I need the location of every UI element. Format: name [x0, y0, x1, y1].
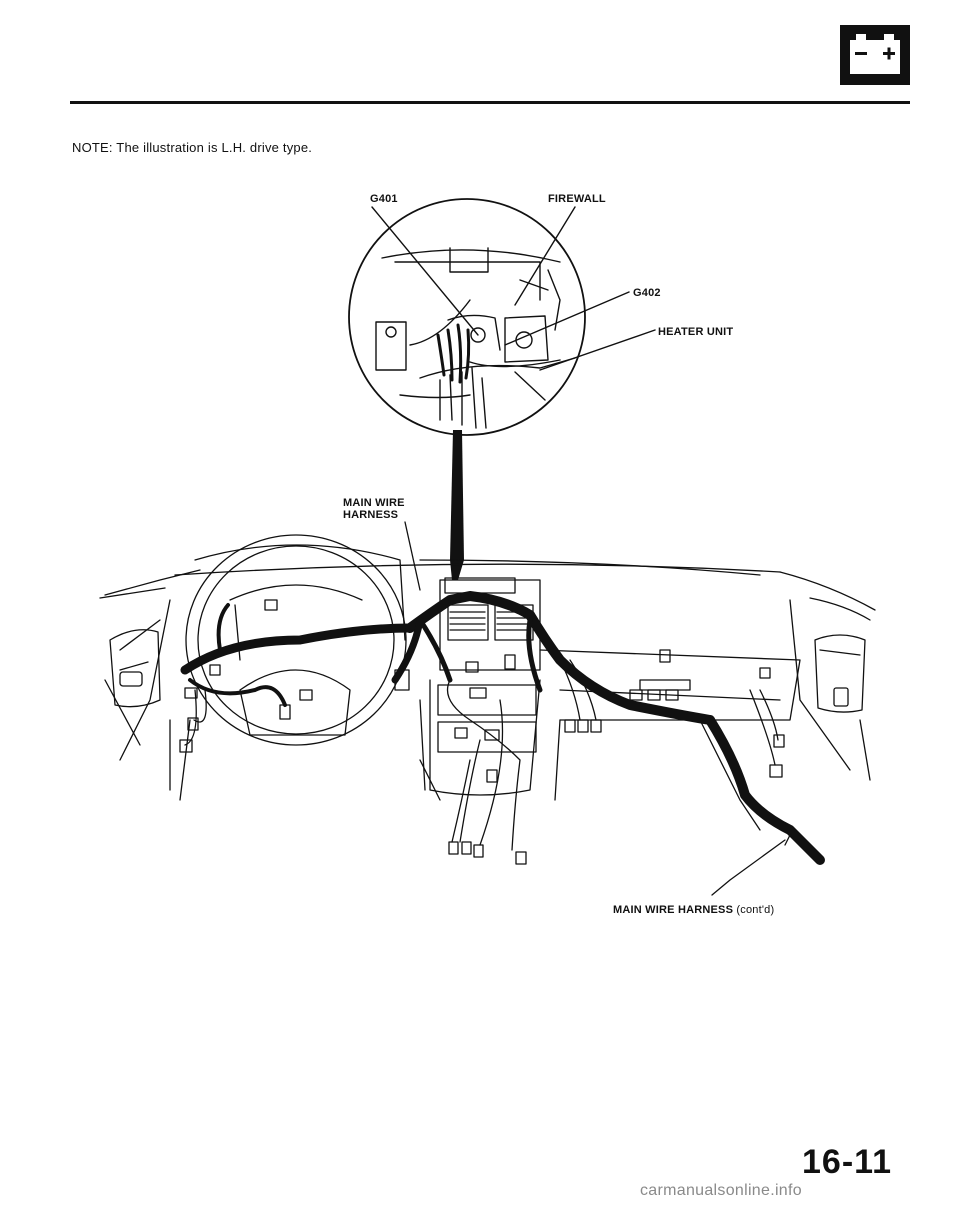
watermark-text: carmanualsonline.info — [640, 1182, 802, 1199]
main-wire-harness-label: MAIN WIRE HARNESS — [343, 497, 405, 521]
main-wire-harness-cont-text: MAIN WIRE HARNESS — [613, 904, 734, 916]
note-text: NOTE: The illustration is L.H. drive typ… — [72, 140, 313, 155]
header-rule — [70, 101, 910, 104]
g402-label: G402 — [633, 287, 661, 299]
main-wire-harness-cont-label: MAIN WIRE HARNESS (cont'd) — [613, 904, 774, 916]
main-wire-harness-line1: MAIN WIRE — [343, 497, 405, 509]
battery-icon — [840, 25, 910, 85]
page-number: 16-11 — [802, 1143, 893, 1181]
heater-unit-label: HEATER UNIT — [658, 326, 734, 338]
firewall-label: FIREWALL — [548, 193, 606, 205]
cont-suffix: (cont'd) — [736, 904, 775, 916]
main-wire-harness-line2: HARNESS — [343, 509, 399, 521]
g401-label: G401 — [370, 193, 398, 205]
